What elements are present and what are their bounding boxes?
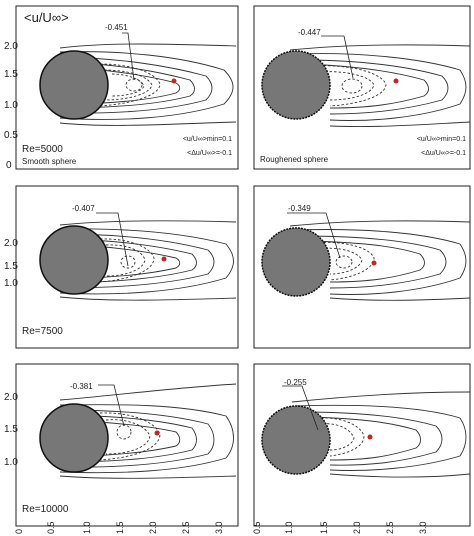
contour-min-legend: <u/U∞>min=0.1 bbox=[183, 136, 232, 143]
min-velocity-leader-line bbox=[96, 212, 129, 267]
panel-frame bbox=[15, 363, 239, 527]
min-velocity-label: -0.447 bbox=[298, 28, 321, 37]
panel-re7500-smooth: -0.407 Re=7500 bbox=[15, 185, 239, 349]
panel-frame bbox=[253, 5, 471, 170]
x-tick-label: 2.0 bbox=[148, 521, 158, 534]
min-velocity-leader-line bbox=[282, 385, 319, 431]
reattachment-point-marker bbox=[393, 78, 399, 84]
y-tick-label: 1.5 bbox=[4, 69, 18, 80]
panel-frame bbox=[253, 185, 471, 349]
x-tick-label: 3.0 bbox=[418, 521, 428, 534]
min-velocity-leader-line bbox=[321, 35, 354, 79]
sphere-type-caption: Roughened sphere bbox=[260, 155, 329, 164]
roughened-sphere bbox=[261, 50, 331, 120]
contour-step-legend: <Δu/U∞>=-0.1 bbox=[187, 150, 232, 157]
y-tick-label: 2.0 bbox=[4, 41, 18, 52]
x-tick-label: 2.5 bbox=[181, 521, 191, 534]
reynolds-number-label: Re=10000 bbox=[22, 504, 69, 515]
y-tick-label: 0.5 bbox=[4, 130, 18, 141]
reynolds-number-label: Re=5000 bbox=[22, 144, 63, 155]
x-tick-label: 1.5 bbox=[319, 521, 329, 534]
min-velocity-leader-line bbox=[122, 32, 135, 81]
roughened-sphere bbox=[261, 405, 331, 475]
panel-re5000-rough: -0.447 Roughened sphere <u/U∞>min=0.1 <Δ… bbox=[253, 5, 471, 170]
reattachment-point-marker bbox=[161, 256, 167, 262]
x-tick-label: 0 bbox=[14, 529, 24, 534]
reattachment-point-marker bbox=[371, 260, 377, 266]
reattachment-point-marker bbox=[154, 430, 160, 436]
figure-title: <u/U∞> bbox=[24, 10, 69, 25]
reynolds-number-label: Re=7500 bbox=[22, 326, 63, 337]
y-tick-label: 1.5 bbox=[4, 261, 18, 272]
y-tick-label: 0 bbox=[6, 160, 12, 171]
reattachment-point-marker bbox=[171, 78, 177, 84]
y-tick-label: 1.0 bbox=[4, 100, 18, 111]
smooth-sphere bbox=[39, 225, 109, 295]
panel-re10000-rough: -0.255 bbox=[253, 363, 471, 527]
smooth-sphere bbox=[39, 403, 109, 473]
x-axis: 0 0.5 1.0 1.5 2.0 2.5 3.0 0.5 1.0 1.5 2.… bbox=[14, 521, 428, 534]
x-tick-label: 1.0 bbox=[82, 521, 92, 534]
panel-frame bbox=[253, 363, 471, 527]
sphere-type-caption: Smooth sphere bbox=[22, 157, 77, 166]
panel-frame bbox=[15, 185, 239, 349]
reattachment-point-marker bbox=[367, 434, 373, 440]
y-tick-label: 1.5 bbox=[4, 424, 18, 435]
min-velocity-leader-line bbox=[287, 212, 341, 259]
x-tick-label: 1.5 bbox=[115, 521, 125, 534]
contour-min-legend: <u/U∞>min=0.1 bbox=[417, 136, 466, 143]
y-tick-label: 2.0 bbox=[4, 392, 18, 403]
y-tick-label: 2.0 bbox=[4, 238, 18, 249]
x-tick-label: 0.5 bbox=[46, 521, 56, 534]
panel-re5000-smooth: <u/U∞> -0.451 Re=5000 Smooth sphere <u/U… bbox=[15, 5, 239, 170]
roughened-sphere bbox=[261, 227, 331, 297]
contour-step-legend: <Δu/U∞>=-0.1 bbox=[421, 150, 466, 157]
min-velocity-label: -0.451 bbox=[105, 23, 128, 32]
y-axis: 2.0 1.5 1.0 0.5 0 2.0 1.5 1.0 2.0 1.5 1.… bbox=[4, 41, 18, 468]
y-tick-label: 1.0 bbox=[4, 457, 18, 468]
x-tick-label: 3.0 bbox=[214, 521, 224, 534]
x-tick-label: 2.5 bbox=[385, 521, 395, 534]
y-tick-label: 1.0 bbox=[4, 278, 18, 289]
x-tick-label: 2.0 bbox=[352, 521, 362, 534]
min-velocity-label: -0.407 bbox=[72, 204, 95, 213]
min-velocity-label: -0.349 bbox=[288, 204, 311, 213]
min-velocity-label: -0.255 bbox=[284, 378, 307, 387]
x-tick-label: 0.5 bbox=[252, 521, 262, 534]
min-velocity-label: -0.381 bbox=[70, 382, 93, 391]
panel-re7500-rough: -0.349 bbox=[253, 185, 471, 349]
min-velocity-leader-line bbox=[98, 384, 125, 427]
x-tick-label: 1.0 bbox=[284, 521, 294, 534]
panel-frame bbox=[15, 5, 239, 170]
panel-re10000-smooth: -0.381 Re=10000 bbox=[15, 363, 239, 527]
smooth-sphere bbox=[39, 50, 109, 120]
